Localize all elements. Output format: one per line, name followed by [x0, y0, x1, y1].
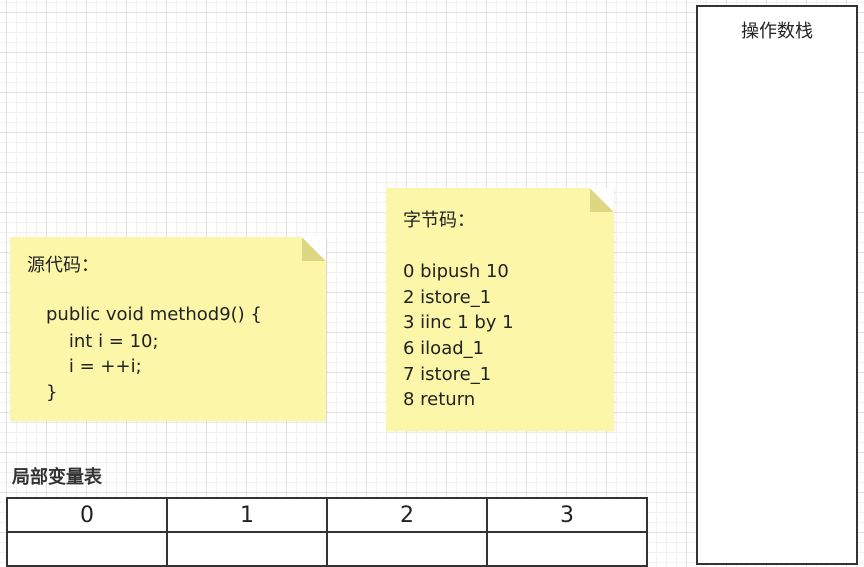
local-variable-slot-header: 0 [8, 499, 168, 531]
local-variable-slot-value [488, 533, 646, 565]
source-code-line: i = ++i; [46, 356, 142, 377]
operand-stack-title: 操作数栈 [741, 21, 813, 42]
local-variable-slot-value [328, 533, 488, 565]
local-variable-header-row: 0 1 2 3 [8, 499, 646, 533]
bytecode-line: 0 bipush 10 [403, 261, 509, 282]
local-variable-table-label: 局部变量表 [12, 467, 102, 488]
bytecode-line: 7 istore_1 [403, 364, 492, 385]
bytecode-title: 字节码： [403, 210, 475, 231]
bytecode-line: 3 iinc 1 by 1 [403, 312, 514, 333]
source-code-line: } [46, 382, 58, 403]
local-variable-table: 0 1 2 3 [6, 497, 648, 567]
local-variable-slot-header: 1 [168, 499, 328, 531]
source-code-line: int i = 10; [46, 331, 159, 352]
source-code-title: 源代码： [27, 255, 99, 276]
local-variable-value-row [8, 533, 646, 565]
local-variable-slot-value [8, 533, 168, 565]
local-variable-slot-value [168, 533, 328, 565]
local-variable-slot-header: 3 [560, 502, 574, 528]
local-variable-slot-header: 2 [328, 499, 488, 531]
bytecode-line: 8 return [403, 389, 476, 410]
bytecode-line: 6 iload_1 [403, 338, 485, 359]
source-code-note: 源代码： public void method9() { int i = 10;… [10, 237, 326, 421]
source-code-line: public void method9() { [46, 304, 262, 325]
operand-stack: 操作数栈 [696, 5, 858, 565]
bytecode-note: 字节码： 0 bipush 10 2 istore_1 3 iinc 1 by … [386, 188, 614, 431]
note-fold-corner [302, 237, 326, 261]
note-fold-corner [590, 188, 614, 212]
bytecode-line: 2 istore_1 [403, 287, 492, 308]
